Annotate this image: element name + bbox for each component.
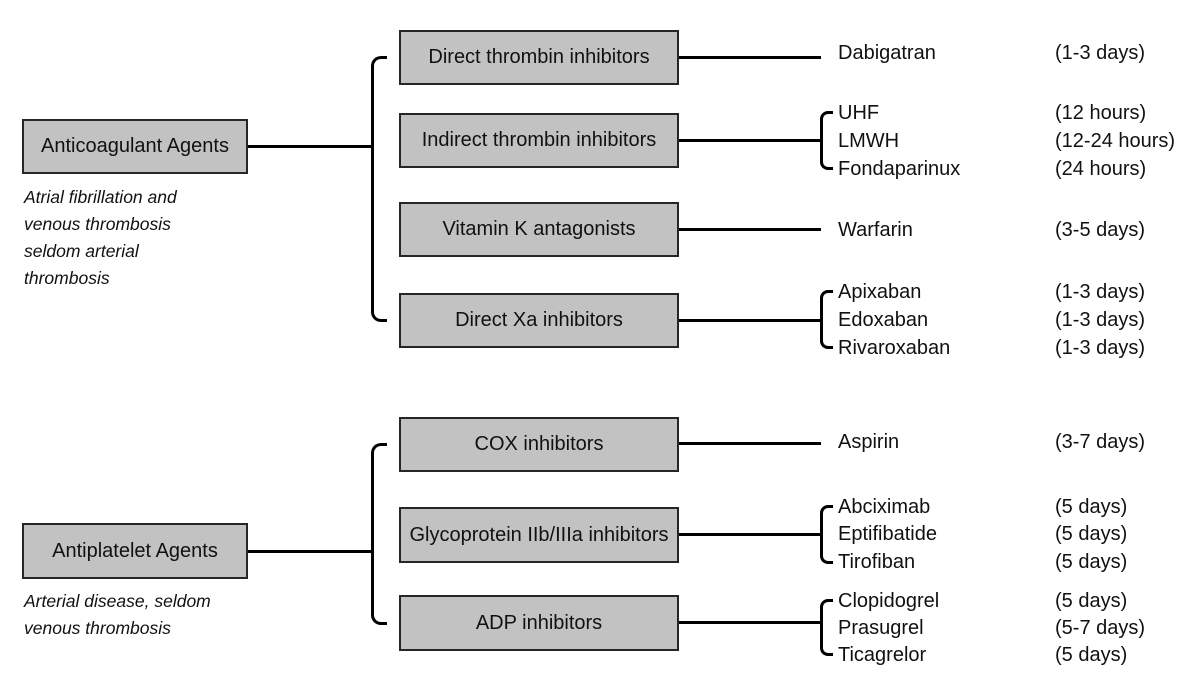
category-box-adp-inhibitors: ADP inhibitors bbox=[399, 595, 679, 651]
antiplatelet-agents-box: Antiplatelet Agents bbox=[22, 523, 248, 579]
drug-duration: (24 hours) bbox=[1055, 158, 1147, 180]
category-label: Indirect thrombin inhibitors bbox=[421, 129, 657, 151]
connector-line bbox=[679, 56, 821, 59]
drug-name: Clopidogrel bbox=[838, 590, 940, 612]
drug-group-bracket bbox=[820, 505, 833, 564]
drug-name: Dabigatran bbox=[838, 42, 936, 64]
trunk-line bbox=[248, 550, 374, 553]
anticoagulant-note: Atrial fibrillation and venous thrombosi… bbox=[24, 187, 177, 288]
category-box-glycoprotein-iib-iiia-inhibitors: Glycoprotein IIb/IIIa inhibitors bbox=[399, 507, 679, 563]
category-label: Direct Xa inhibitors bbox=[455, 309, 623, 331]
category-box-direct-thrombin-inhibitors: Direct thrombin inhibitors bbox=[399, 30, 679, 85]
drug-duration: (1-3 days) bbox=[1055, 309, 1146, 331]
drug-group-bracket bbox=[820, 290, 833, 349]
drug-duration: (12 hours) bbox=[1055, 102, 1147, 124]
drug-duration: (5 days) bbox=[1055, 496, 1128, 518]
connector-line bbox=[679, 442, 821, 445]
branch-bracket bbox=[371, 443, 387, 625]
branch-bracket bbox=[371, 56, 387, 322]
drug-duration: (3-5 days) bbox=[1055, 219, 1146, 241]
category-box-direct-xa-inhibitors: Direct Xa inhibitors bbox=[399, 293, 679, 348]
drug-name: Tirofiban bbox=[838, 551, 916, 573]
category-label: COX inhibitors bbox=[474, 433, 604, 455]
drug-duration: (5 days) bbox=[1055, 644, 1128, 666]
anticoagulant-agents-box: Anticoagulant Agents bbox=[22, 119, 248, 174]
parent-label: Anticoagulant Agents bbox=[41, 135, 229, 157]
drug-name: Abciximab bbox=[838, 496, 931, 518]
category-label: ADP inhibitors bbox=[475, 611, 603, 634]
drug-duration: (3-7 days) bbox=[1055, 431, 1146, 453]
category-box-vitamin-k-antagonists: Vitamin K antagonists bbox=[399, 202, 679, 257]
connector-line bbox=[679, 228, 821, 231]
drug-duration: (1-3 days) bbox=[1055, 281, 1146, 303]
drug-name: Ticagrelor bbox=[838, 644, 927, 666]
drug-name: Edoxaban bbox=[838, 309, 929, 331]
trunk-line bbox=[248, 145, 374, 148]
category-box-indirect-thrombin-inhibitors: Indirect thrombin inhibitors bbox=[399, 113, 679, 168]
drug-name: Aspirin bbox=[838, 431, 900, 453]
drug-duration: (12-24 hours) bbox=[1055, 130, 1176, 152]
drug-name: Apixaban bbox=[838, 281, 922, 303]
drug-name: Prasugrel bbox=[838, 617, 924, 639]
antiplatelet-note: Arterial disease, seldom venous thrombos… bbox=[24, 591, 211, 638]
drug-name: Warfarin bbox=[838, 219, 913, 241]
drug-duration: (5-7 days) bbox=[1055, 617, 1146, 639]
connector-line bbox=[679, 621, 821, 624]
drug-duration: (5 days) bbox=[1055, 551, 1128, 573]
category-label: Glycoprotein IIb/IIIa inhibitors bbox=[409, 523, 669, 546]
drug-duration: (1-3 days) bbox=[1055, 42, 1146, 64]
drug-name: LMWH bbox=[838, 130, 900, 152]
drug-duration: (1-3 days) bbox=[1055, 337, 1146, 359]
drug-group-bracket bbox=[820, 111, 833, 170]
drug-name: Rivaroxaban bbox=[838, 337, 951, 359]
category-label: Direct thrombin inhibitors bbox=[428, 46, 650, 68]
connector-line bbox=[679, 319, 821, 322]
drug-duration: (5 days) bbox=[1055, 523, 1128, 545]
drug-duration: (5 days) bbox=[1055, 590, 1128, 612]
drug-group-bracket bbox=[820, 599, 833, 656]
drug-name: UHF bbox=[838, 102, 880, 124]
drug-name: Fondaparinux bbox=[838, 158, 961, 180]
connector-line bbox=[679, 139, 821, 142]
parent-label: Antiplatelet Agents bbox=[52, 539, 218, 562]
category-label: Vitamin K antagonists bbox=[442, 218, 636, 240]
category-box-cox-inhibitors: COX inhibitors bbox=[399, 417, 679, 472]
connector-line bbox=[679, 533, 821, 536]
drug-name: Eptifibatide bbox=[838, 523, 937, 545]
